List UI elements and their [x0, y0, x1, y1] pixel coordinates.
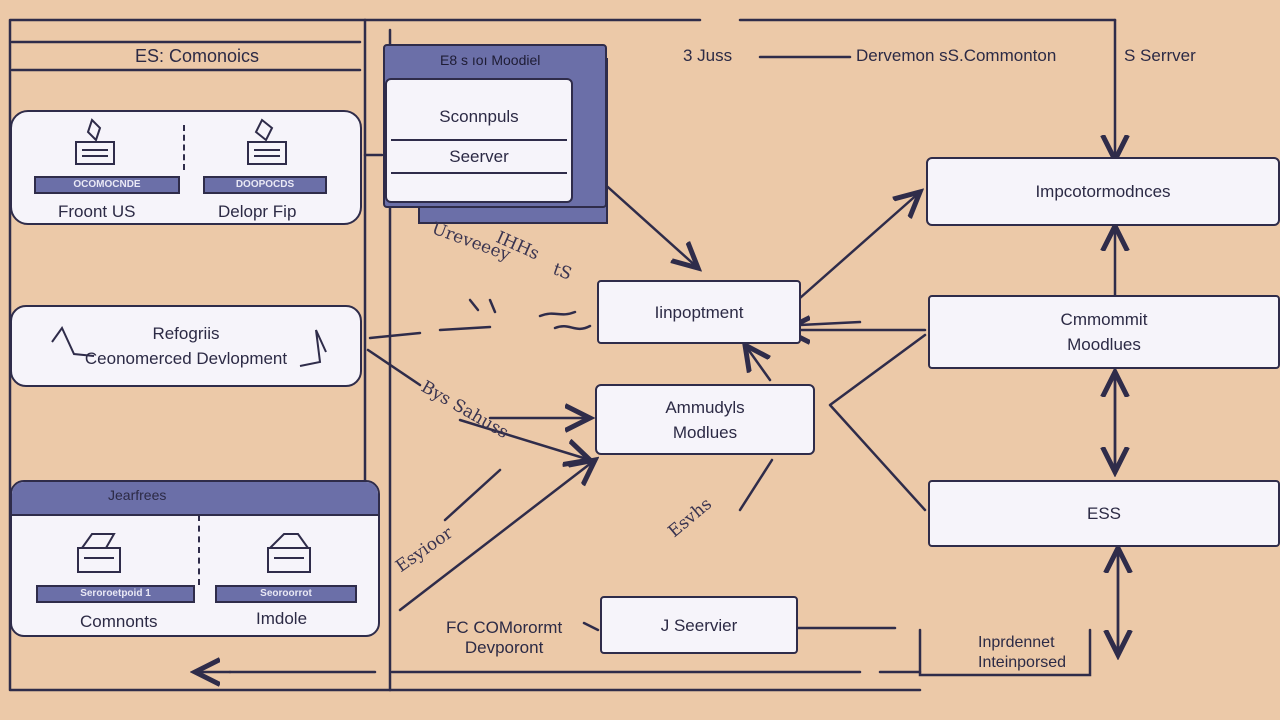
wave-icon — [51, 326, 327, 367]
developer-label: Delopr Fip — [218, 202, 297, 221]
folder-icon — [76, 530, 124, 574]
box-line: Cmmommit — [1060, 310, 1148, 329]
footer-line: Inteinporsed — [978, 654, 1067, 671]
module-card-body: Sconnpuls Seerver — [385, 78, 573, 203]
chip-label: Seroroetpoid 1 — [36, 585, 195, 603]
top-label: S Serrver — [1124, 46, 1196, 65]
modules-box: Ammudyls Modlues — [595, 384, 815, 455]
box-line: Ammudyls — [665, 397, 745, 417]
box-line: Modlues — [672, 422, 738, 442]
frontend-label: Froont US — [58, 202, 136, 221]
left-title: ES: Comonoics — [135, 46, 260, 66]
interfaces-panel — [10, 480, 380, 637]
commit-modules-box: Cmmommit Moodlues — [928, 295, 1280, 369]
footer-label: Inprdennet Inteinporsed — [978, 633, 1066, 673]
frontend-panel — [10, 110, 362, 225]
imports-box: Impcotormodnces — [926, 157, 1280, 226]
top-label: 3 Juss — [683, 46, 733, 65]
box-line: Moodlues — [1067, 335, 1141, 354]
development-panel: Refogriis Ceonomerced Devlopment — [10, 305, 362, 387]
server-box: J Seervier — [600, 596, 798, 654]
fc-line: Devporont — [464, 638, 544, 657]
divider — [391, 172, 567, 174]
chip-label: DOOPOCDS — [203, 176, 327, 194]
panel-line: Refogriis — [152, 324, 220, 343]
ess-box: ESS — [928, 480, 1280, 547]
chip-label: Seoroorrot — [215, 585, 357, 603]
footer-line: Inprdennet — [978, 634, 1055, 651]
panel-header — [12, 482, 378, 516]
document-icon — [246, 118, 288, 166]
module-card-line: Seerver — [449, 147, 509, 166]
components-label: Comnonts — [80, 612, 158, 631]
top-label: Dervemon sS.Commonton — [856, 46, 1057, 65]
panel-divider — [183, 125, 185, 170]
fc-label: FC COMorormt Devporont — [446, 618, 562, 658]
document-icon — [74, 118, 116, 166]
chip-label: OCOMOCNDE — [34, 176, 180, 194]
module-card-tab: E8 s ıoı Moodiel — [440, 52, 541, 68]
panel-line: Ceonomerced Devlopment — [84, 349, 288, 368]
folder-icon — [266, 530, 314, 574]
module-card-line: Sconnpuls — [439, 107, 519, 126]
module-label: Imdole — [256, 609, 308, 628]
panel-divider — [198, 515, 200, 585]
fc-line: FC COMorormt — [446, 618, 563, 637]
import-box: Iinpoptment — [597, 280, 801, 344]
panel-header-title: Jearfrees — [108, 487, 167, 503]
divider — [391, 139, 567, 141]
